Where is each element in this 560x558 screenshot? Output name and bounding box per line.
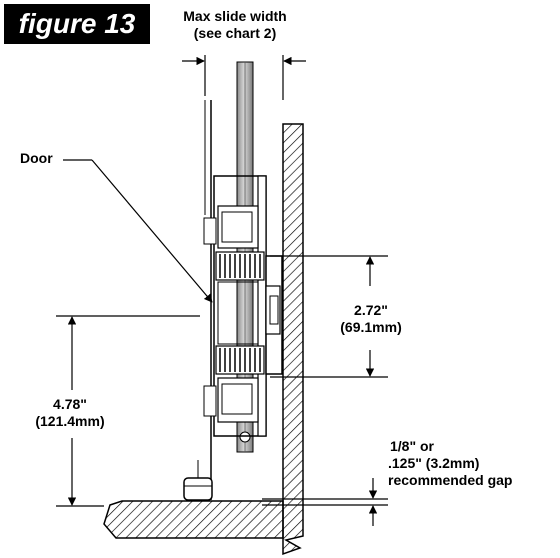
slide-assembly [203,175,267,437]
wall [282,123,304,556]
stop-block [183,460,213,501]
gap-label: 1/8" or .125" (3.2mm) recommended gap [388,438,512,489]
dimension-4-78-inches: 4.78" [53,396,87,412]
gap-label-line3: recommended gap [388,472,513,488]
figure-title: figure 13 [4,4,150,44]
door-label: Door [20,150,53,166]
dimension-2-72-inches: 2.72" [354,302,388,318]
bottom-panel [103,500,284,539]
dimension-2-72-mm: (69.1mm) [340,319,402,335]
wall-bracket [265,255,283,375]
max-slide-width-line2: (see chart 2) [193,25,277,41]
dimension-4-78-label: 4.78" (121.4mm) [20,396,120,430]
door-leader [63,159,213,303]
max-slide-width-line1: Max slide width [183,8,287,24]
max-slide-width-label: Max slide width (see chart 2) [160,8,310,42]
dimension-2-72-label: 2.72" (69.1mm) [330,302,412,336]
dimension-2-72 [270,255,388,378]
gap-dimension [262,478,388,526]
dimension-4-78-mm: (121.4mm) [35,413,105,429]
gap-label-line1: 1/8" or [390,438,434,454]
gap-label-line2: .125" (3.2mm) [388,455,480,471]
dimension-4-78 [56,315,200,507]
max-width-dimension [182,55,306,100]
